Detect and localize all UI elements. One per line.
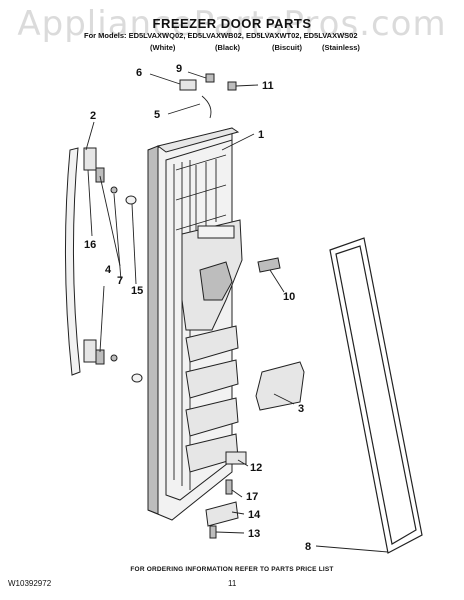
callout-13: 13 xyxy=(248,528,260,540)
handle-screw-top xyxy=(110,186,118,194)
handle-mount-bottom xyxy=(95,349,105,365)
callout-5: 5 xyxy=(154,109,160,121)
door-gasket xyxy=(329,237,423,554)
page-number: 11 xyxy=(228,579,237,588)
callout-16: 16 xyxy=(84,239,96,251)
callout-2: 2 xyxy=(90,110,96,122)
callout-17: 17 xyxy=(246,491,258,503)
ordering-note: FOR ORDERING INFORMATION REFER TO PARTS … xyxy=(130,566,334,573)
hinge-pin xyxy=(225,479,233,495)
handle-screw-bottom xyxy=(110,354,118,362)
handle-mount-top xyxy=(95,167,105,183)
callout-8: 8 xyxy=(305,541,311,553)
callout-14: 14 xyxy=(248,509,261,521)
lower-hinge xyxy=(205,501,239,527)
callout-6: 6 xyxy=(136,67,142,79)
dispenser-housing xyxy=(181,219,243,331)
model-list: For Models: ED5LVAXWQ02, ED5LVAXWB02, ED… xyxy=(84,31,358,40)
ground-screw xyxy=(227,81,237,91)
callout-9: 9 xyxy=(176,63,182,75)
callout-12: 12 xyxy=(250,462,262,474)
color-stainless: (Stainless) xyxy=(322,43,360,52)
callout-15: 15 xyxy=(131,285,143,297)
handle-end-cap-top xyxy=(83,147,97,171)
filler-strip xyxy=(257,257,281,273)
callout-10: 10 xyxy=(283,291,295,303)
handle-end-cap-bottom xyxy=(83,339,97,363)
callout-7: 7 xyxy=(117,275,123,287)
callout-1: 1 xyxy=(258,129,264,141)
hinge-screw xyxy=(209,525,217,539)
wire-harness xyxy=(201,95,212,119)
color-black: (Black) xyxy=(215,43,241,52)
callout-3: 3 xyxy=(298,403,304,415)
door-shelves xyxy=(185,325,239,473)
top-screw xyxy=(205,73,215,83)
leader-lines xyxy=(85,71,389,553)
color-white: (White) xyxy=(150,43,176,52)
lower-hinge-bushing xyxy=(225,451,247,465)
door-bin xyxy=(255,361,305,411)
plug-top xyxy=(125,195,137,205)
wire-connector xyxy=(179,79,197,91)
color-biscuit: (Biscuit) xyxy=(272,43,302,52)
page-title: FREEZER DOOR PARTS xyxy=(152,16,312,31)
callout-11: 11 xyxy=(262,80,274,92)
plug-bottom xyxy=(131,373,143,383)
callout-4: 4 xyxy=(105,264,112,276)
document-number: W10392972 xyxy=(8,579,52,588)
handle xyxy=(64,147,81,376)
